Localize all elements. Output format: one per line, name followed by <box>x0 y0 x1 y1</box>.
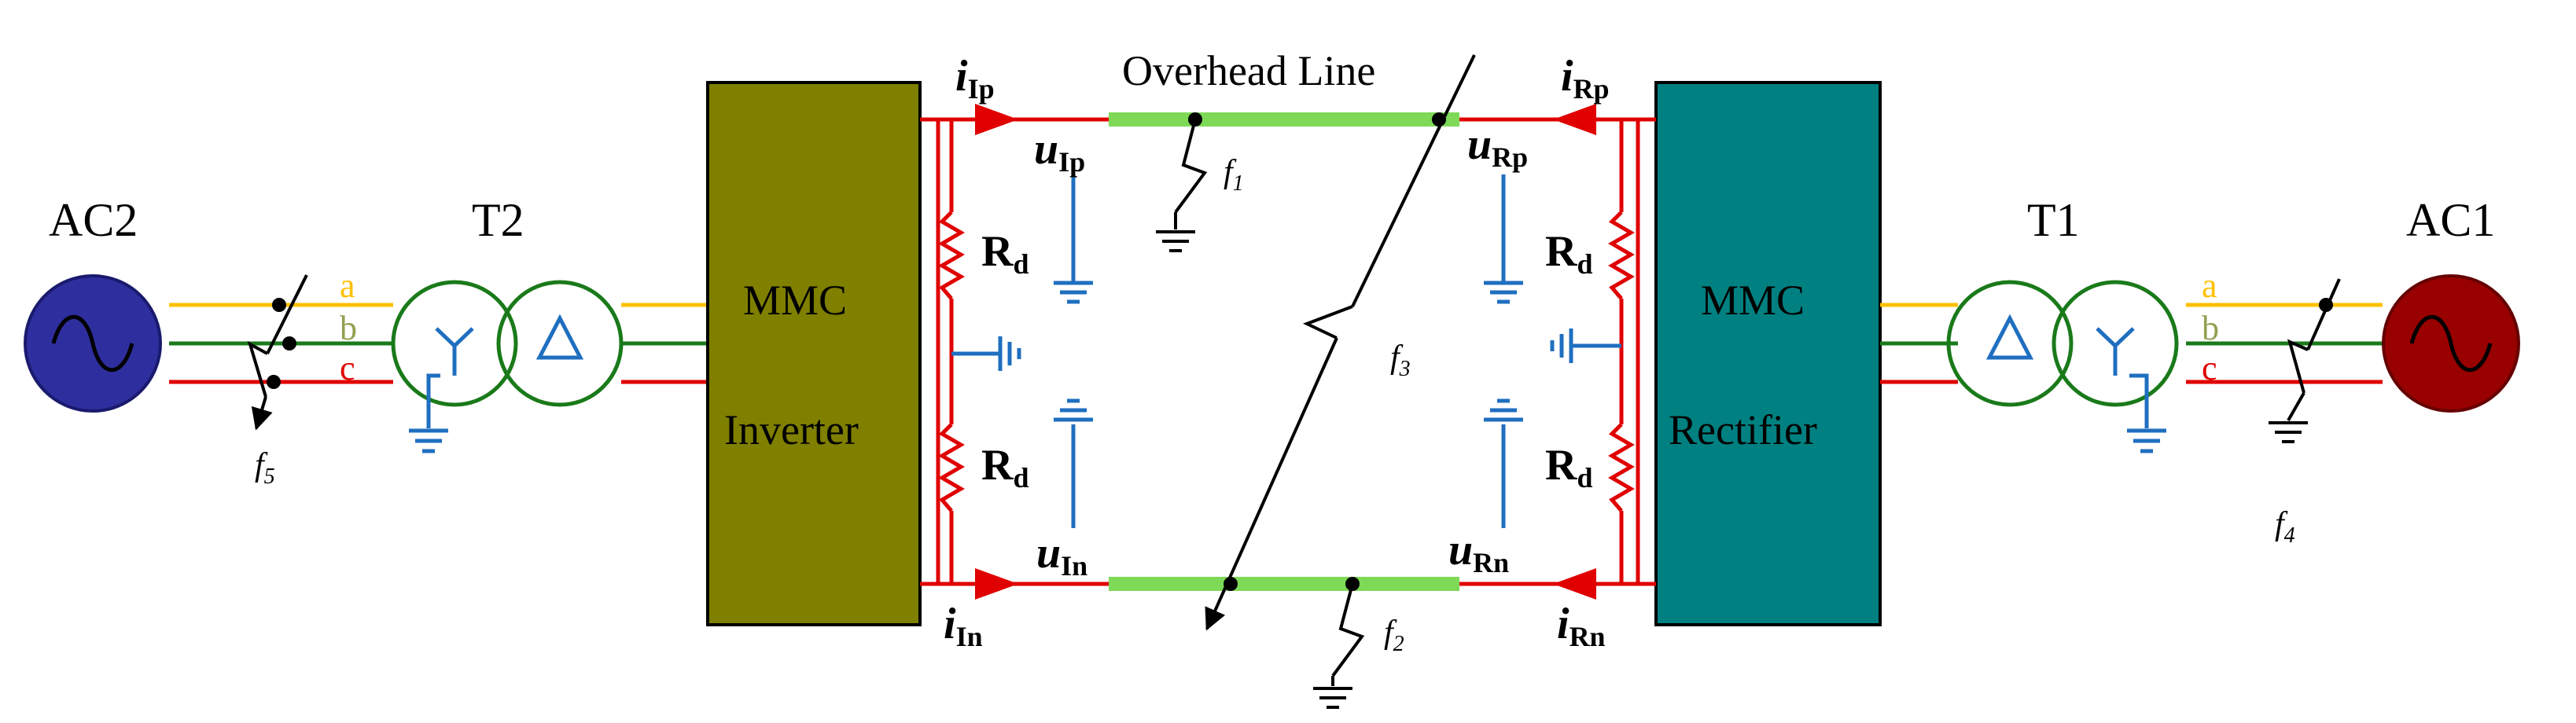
voltage-rp-label: uRp <box>1467 120 1528 173</box>
ground-icon <box>2127 373 2166 453</box>
sine-icon <box>51 315 134 372</box>
ac2-phase-b-label: b <box>340 309 357 347</box>
ground-icon <box>1550 328 1621 363</box>
fault-f1-label: f1 <box>1224 154 1244 196</box>
sine-icon <box>2409 315 2493 372</box>
ground-icon <box>1484 174 1523 304</box>
rd-label-inverter-bottom: Rd <box>981 441 1029 494</box>
inverter-dc-divider <box>936 119 954 584</box>
fault-f4-label: f4 <box>2275 506 2295 548</box>
overhead-line-label: Overhead Line <box>1122 47 1375 94</box>
fault-f4 <box>2269 278 2341 443</box>
voltage-in-label: uIn <box>1036 529 1087 582</box>
mmc-rectifier-label-1: MMC <box>1701 277 1805 324</box>
mmc-inverter[interactable] <box>706 81 922 626</box>
fault-f3-label: f3 <box>1390 339 1411 381</box>
ac2-phase-a-label: a <box>340 266 355 305</box>
fault-f1 <box>1156 112 1208 252</box>
voltage-ip-label: uIp <box>1034 125 1085 178</box>
current-rn-label: iRn <box>1557 600 1606 652</box>
rd-label-rectifier-bottom: Rd <box>1545 441 1592 494</box>
mmc-inverter-label-1: MMC <box>743 277 847 324</box>
ac1-phase-lines <box>1880 303 2383 384</box>
ac1-phase-b-label: b <box>2202 309 2219 347</box>
fault-f2-label: f2 <box>1384 615 1404 656</box>
fault-f5-label: f5 <box>255 447 275 489</box>
ac1-label: AC1 <box>2406 194 2495 246</box>
voltage-rn-label: uRn <box>1448 526 1509 578</box>
current-in-label: iIn <box>944 600 983 652</box>
transformer-t2 <box>391 280 624 453</box>
wye-icon <box>2096 327 2135 376</box>
delta-icon <box>535 314 584 360</box>
rd-label-rectifier-top: Rd <box>1545 227 1592 280</box>
arrow-rp-icon <box>1553 104 1596 135</box>
arrow-in-icon <box>975 568 1018 600</box>
ground-icon <box>1054 174 1093 304</box>
arrow-rn-icon <box>1553 568 1596 600</box>
rectifier-dc-divider <box>1619 119 1640 584</box>
ground-icon <box>951 336 1021 371</box>
resistor-rd-rectifier-top <box>1608 211 1635 300</box>
ground-icon <box>1484 398 1523 528</box>
wye-icon <box>435 327 474 376</box>
resistor-rd-inverter-top <box>938 211 965 300</box>
delta-icon <box>1985 314 2034 360</box>
fault-f5 <box>247 274 308 431</box>
transformer-t1 <box>1946 280 2179 453</box>
mmc-rectifier[interactable] <box>1654 81 1882 626</box>
ac2-label: AC2 <box>49 194 138 246</box>
resistor-rd-rectifier-bottom <box>1608 423 1635 512</box>
mmc-rectifier-label-2: Rectifier <box>1669 406 1817 453</box>
ground-icon <box>1054 398 1093 528</box>
fault-f2 <box>1313 577 1365 709</box>
current-rp-label: iRp <box>1561 52 1610 105</box>
mmc-inverter-label-2: Inverter <box>724 406 859 453</box>
resistor-rd-inverter-bottom <box>938 423 965 512</box>
t1-label: T1 <box>2027 194 2080 246</box>
current-ip-label: iIp <box>955 52 995 105</box>
ac2-phase-c-label: c <box>340 349 355 387</box>
rd-label-inverter-top: Rd <box>981 227 1029 280</box>
ac1-phase-c-label: c <box>2202 349 2217 387</box>
arrow-ip-icon <box>975 104 1018 135</box>
ground-icon <box>409 373 448 453</box>
t2-label: T2 <box>472 194 524 246</box>
fault-f3 <box>1205 54 1476 631</box>
ac1-source <box>2382 274 2520 413</box>
ac1-phase-a-label: a <box>2202 266 2217 305</box>
ac2-source <box>24 274 162 413</box>
